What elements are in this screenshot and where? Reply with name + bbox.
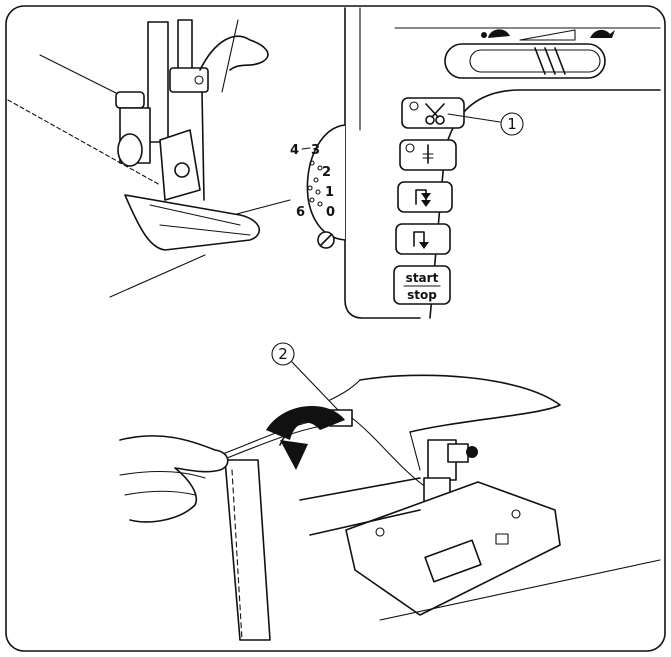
svg-text:1: 1 — [507, 115, 517, 133]
dial-number: 3 — [311, 143, 320, 158]
thread-cutter-button[interactable] — [401, 97, 465, 129]
presser-foot-illustration — [7, 19, 291, 298]
dial-number: 4 — [290, 143, 299, 158]
lock-stitch-button[interactable] — [395, 223, 451, 255]
dial-number: 6 — [296, 205, 305, 220]
callout-1: 1 — [447, 112, 524, 136]
reverse-button[interactable] — [397, 181, 453, 213]
start-stop-button[interactable]: start stop — [393, 265, 451, 305]
start-label: start — [406, 271, 439, 285]
frame-border — [5, 5, 666, 652]
turtle-icon — [481, 29, 510, 38]
speed-slider-track[interactable] — [444, 43, 606, 79]
dial-number: 0 — [326, 205, 335, 220]
rabbit-icon — [590, 29, 615, 38]
stop-label: stop — [407, 288, 437, 302]
control-panel-illustration: 4 3 2 1 0 6 — [290, 7, 661, 319]
needle-icon — [422, 144, 434, 164]
stitch-dial[interactable]: 4 3 2 1 0 6 — [290, 124, 346, 249]
callout-2: 2 — [271, 342, 339, 411]
dial-number: 2 — [322, 165, 331, 180]
reverse-arrow-icon — [415, 189, 431, 207]
needle-up-down-button[interactable] — [399, 139, 457, 171]
svg-text:2: 2 — [278, 345, 288, 363]
dial-number: 1 — [325, 185, 334, 200]
lock-stitch-arrow-icon — [413, 231, 429, 249]
scissors-icon — [425, 103, 445, 125]
thread-cutting-illustration: 2 — [119, 342, 661, 641]
